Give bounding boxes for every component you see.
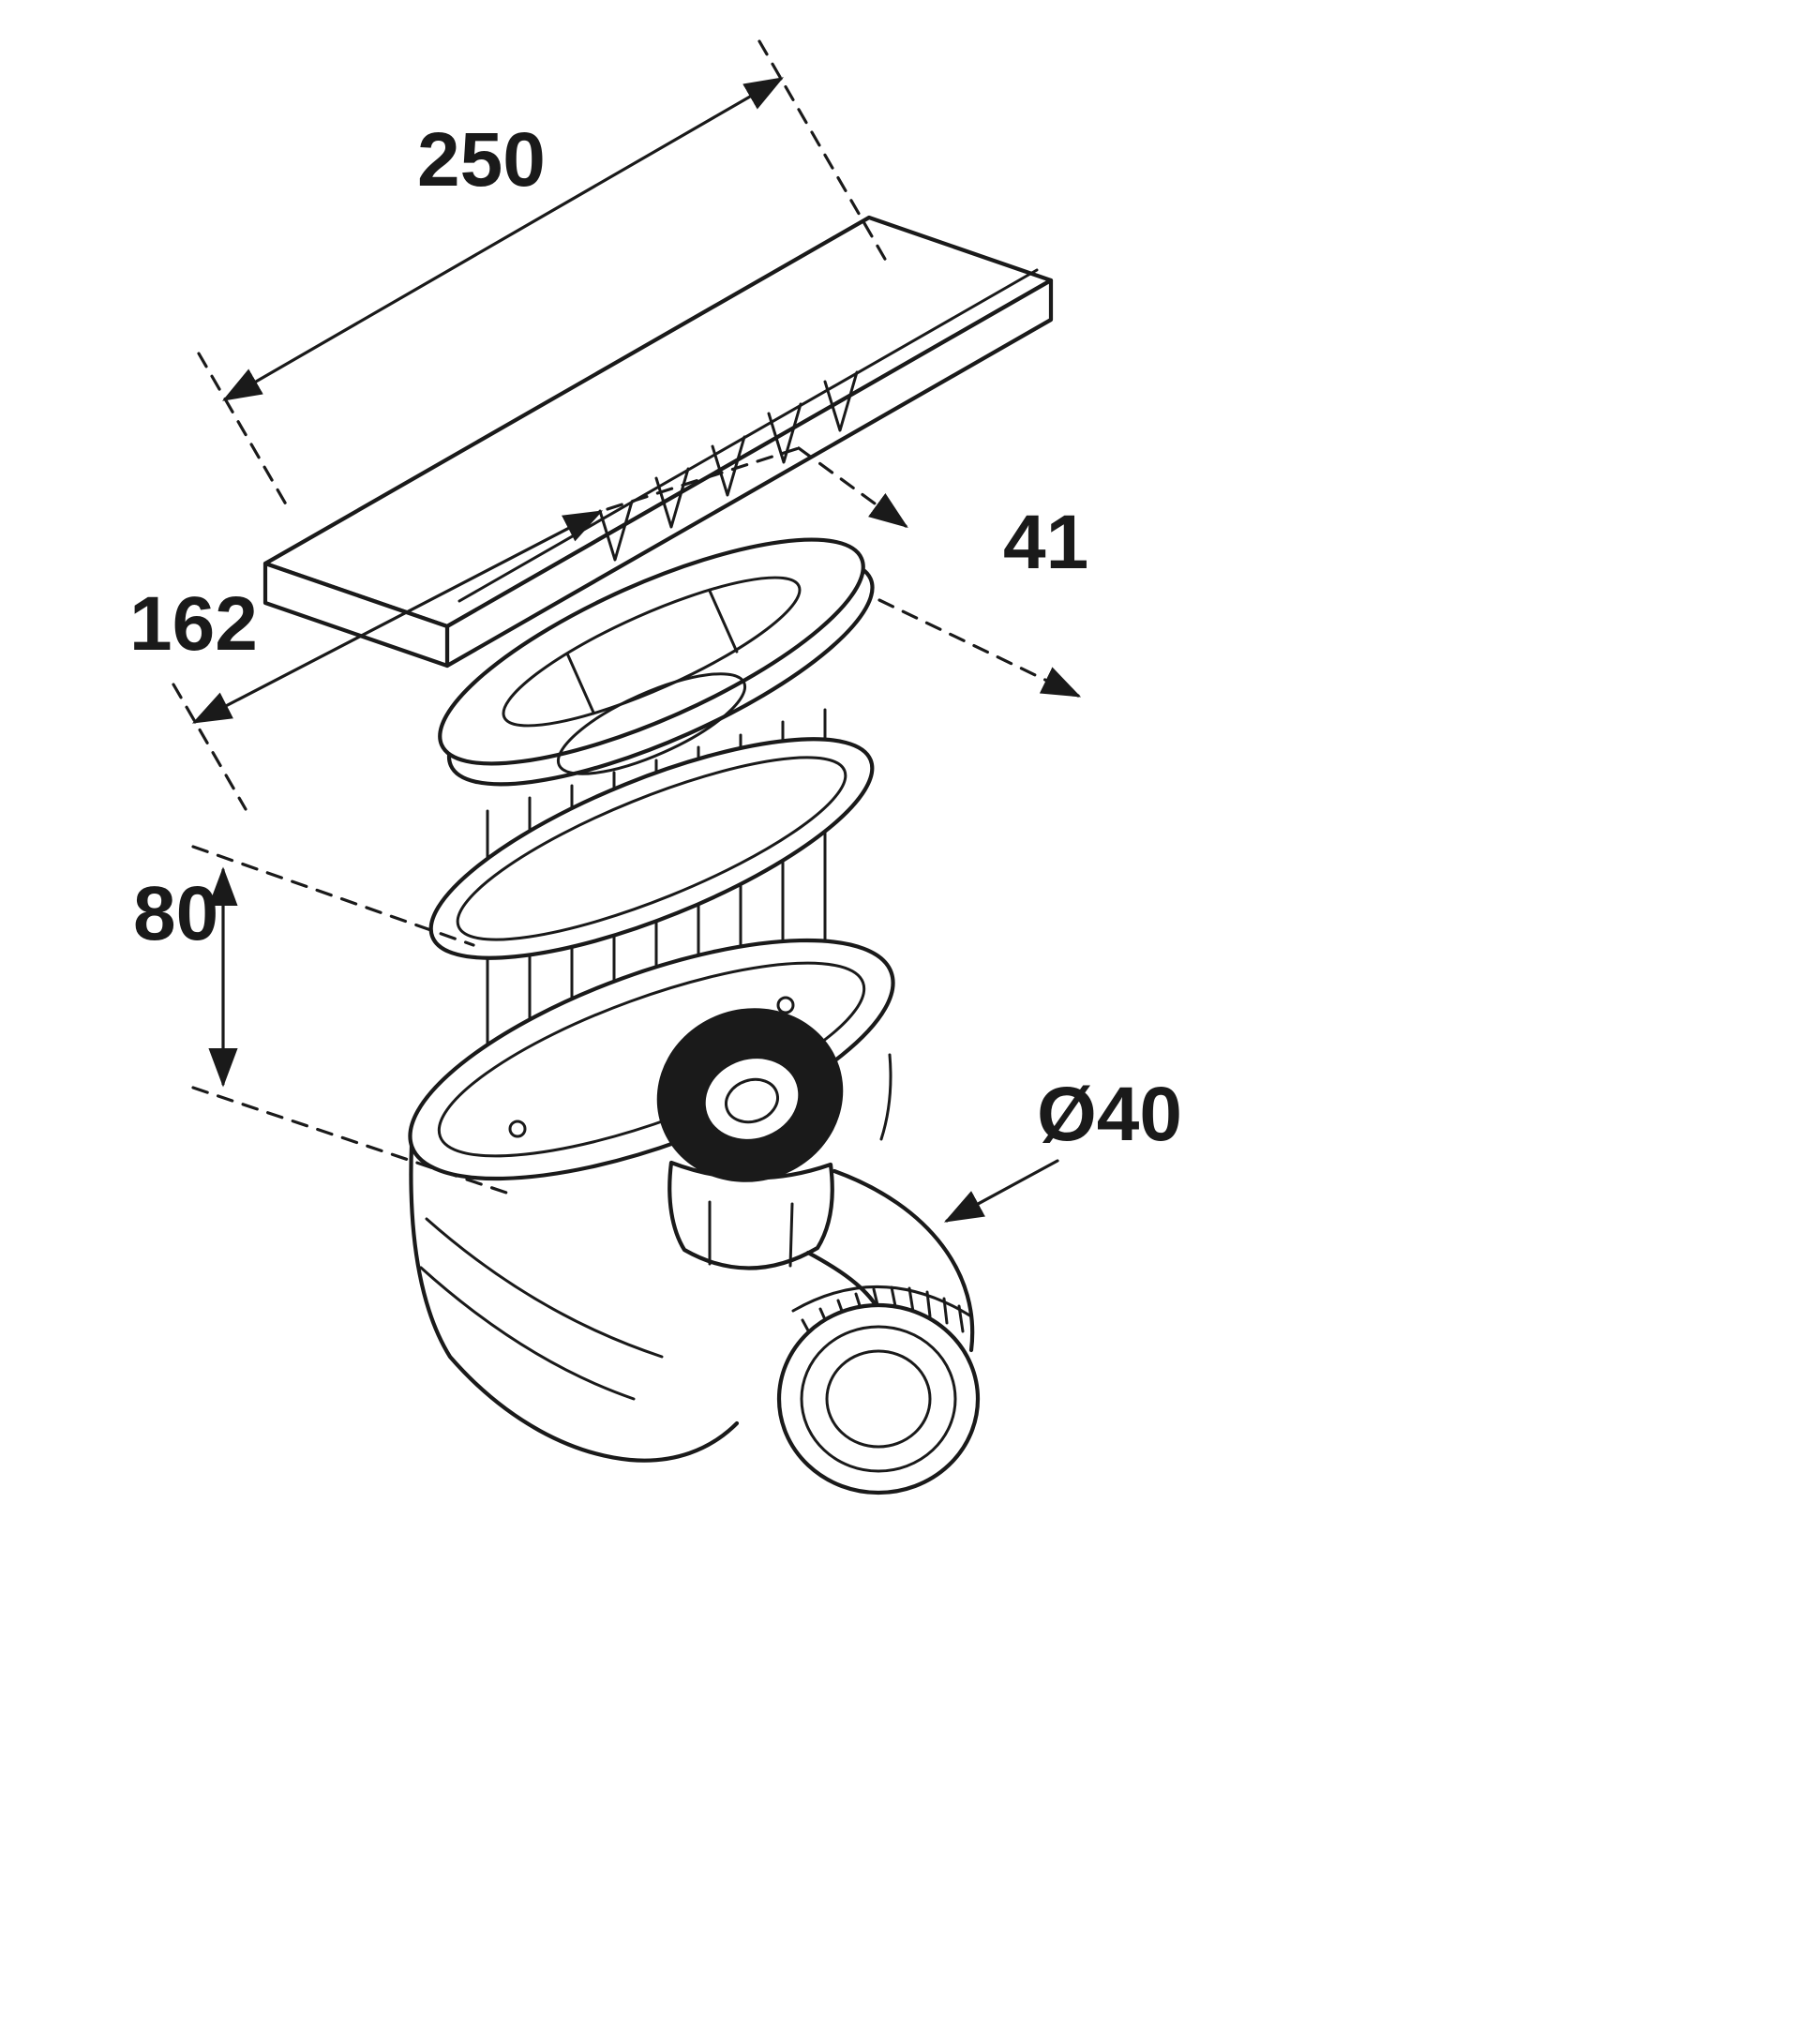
thread-boundary <box>791 1285 973 1318</box>
basin-wall <box>409 1143 740 1463</box>
dimension-outlet-diameter: Ø40 <box>943 1072 1182 1223</box>
outlet-opening <box>776 1302 981 1495</box>
dimension-label-flange-height: 41 <box>1003 500 1088 585</box>
drain-tube-top <box>556 672 747 775</box>
elbow-outer <box>832 1168 975 1353</box>
dimension-flange-height: 41 <box>797 446 1088 698</box>
dimension-cover-width: 162 <box>129 446 801 811</box>
basin-molding-line <box>425 1217 664 1359</box>
screw-boss <box>776 996 795 1014</box>
vent-slots <box>598 370 859 562</box>
outlet-elbow <box>656 1008 981 1495</box>
dimension-label-body-height: 80 <box>133 871 218 956</box>
dimension-label-cover-width: 162 <box>129 581 258 667</box>
basin-molding-line <box>419 1266 636 1401</box>
dimension-label-cover-length: 250 <box>417 117 546 203</box>
cover-top-face <box>262 215 1054 629</box>
basin-wall-right <box>879 1053 892 1141</box>
screw-boss <box>508 1120 527 1138</box>
dimension-body-height: 80 <box>133 845 508 1195</box>
dimension-label-outlet-diameter: Ø40 <box>1037 1072 1182 1157</box>
sealing-ring <box>428 737 875 960</box>
dimension-cover-length: 250 <box>197 39 888 511</box>
